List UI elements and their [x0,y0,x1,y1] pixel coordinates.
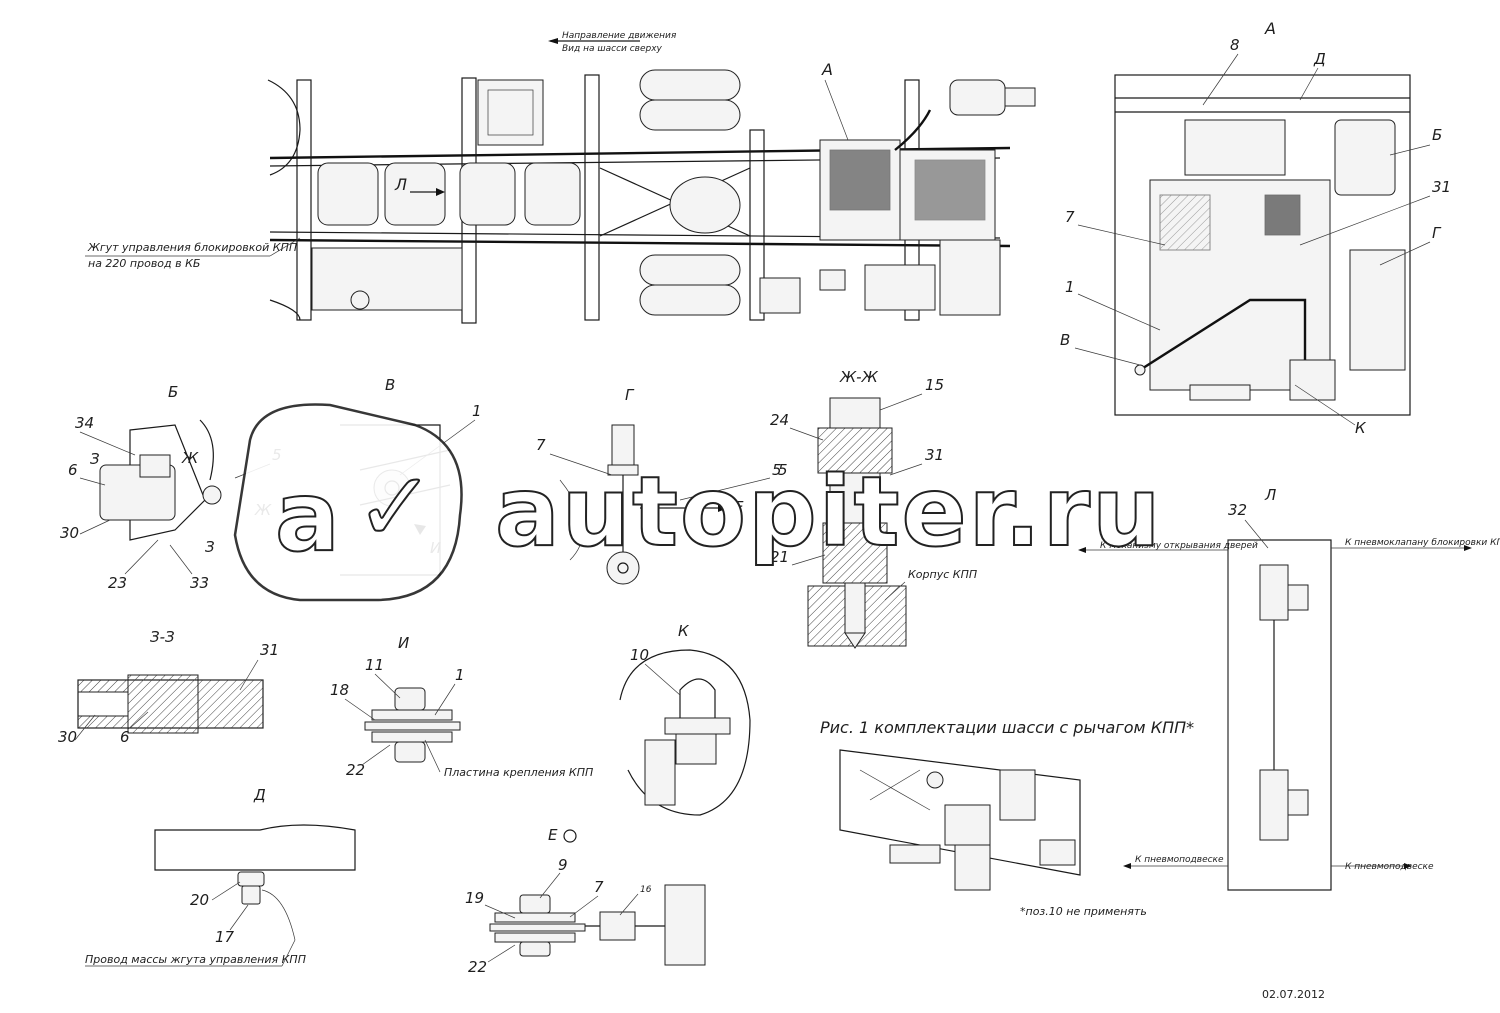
callout-20: 20 [190,891,209,909]
view-zz-title: З-З [150,628,175,646]
view-i-title: И [398,634,409,652]
callout-G: Г [1432,224,1442,242]
view-e-detail: Е 9 7 16 19 22 [465,826,706,976]
callout-E-g: Е [734,498,744,516]
fig1-caption: Рис. 1 комплектации шасси с рычагом КПП* [820,718,1194,737]
arrow-icon [1464,545,1472,551]
view-zz-detail: З-З 31 30 6 [58,628,279,746]
view-v-title: В [385,376,395,394]
callout-11: 11 [365,656,384,674]
callout-24: 24 [770,411,789,429]
callout-15: 15 [925,376,944,394]
view-d-detail: Д 20 17 Провод массы жгута управления КП… [85,786,356,967]
callout-Z: З [90,450,100,468]
callout-6-zz: 6 [120,728,130,746]
callout-7: 7 [1065,208,1075,226]
view-zhzh-title: Ж-Ж [839,368,879,386]
callout-16: 16 [640,885,652,895]
callout-D: Д [1313,50,1326,68]
callout-1: 1 [1065,278,1075,296]
callout-34: 34 [75,414,94,432]
callout-5-zh: 5 [778,461,788,479]
callout-7-e: 7 [594,878,604,896]
callout-6: 6 [68,461,78,479]
view-d-title: Д [253,786,266,804]
view-a-title: А [1264,19,1276,38]
callout-5-g: 5 [772,461,782,479]
gearbox-body-label: Корпус КПП [908,568,977,581]
view-l-detail: Л 32 К механизму открывания дверей К пне… [1078,486,1500,891]
callout-22-i: 22 [346,761,365,779]
direction-label: Направление движения [562,31,677,41]
to-door-mechanism-label: К механизму открывания дверей [1100,541,1258,551]
svg-text:✓: ✓ [355,451,437,563]
arrow-icon [1123,863,1131,869]
watermark-logo: a ✓ autopiter.ru [233,403,1162,602]
view-k-title: К [678,622,690,640]
callout-1-v: 1 [472,402,482,420]
callout-31-zh: 31 [925,446,944,464]
ground-wire-label: Провод массы жгута управления КПП [85,953,306,966]
direction-header: Направление движения Вид на шасси сверху [548,31,677,54]
arrow-icon [718,504,728,512]
svg-text:a: a [275,461,342,573]
callout-B: Б [1432,126,1442,144]
callout-V: В [1060,331,1070,349]
fig1-detail: Рис. 1 комплектации шасси с рычагом КПП*… [820,718,1194,918]
callout-8: 8 [1230,36,1240,54]
callout-K: К [1355,419,1367,437]
view-g-detail: Г 7 5 Е [536,386,782,585]
arrow-icon [436,188,445,196]
view-e-title: Е [548,826,558,844]
rotate-icon [563,829,577,843]
arrow-icon [1078,547,1086,553]
callout-32: 32 [1228,501,1247,519]
callout-21: 21 [770,548,789,566]
view-l-title: Л [1264,486,1276,504]
air-tanks [317,162,581,226]
to-air-suspension-right-label: К пневмоподвеске [1345,862,1434,872]
view-i-detail: И 11 1 18 22 Пластина крепления КПП [330,634,593,779]
chassis-top-view: А Л Жгут управления блокировкой КПП на 2… [85,60,1036,324]
callout-Z2: З [205,538,215,556]
view-k-detail: К 10 [619,622,751,816]
view-from-above-label: Вид на шасси сверху [562,44,663,54]
callout-1-i: 1 [455,666,465,684]
view-l-marker: Л [394,175,407,194]
arrow-icon [1404,863,1412,869]
to-air-suspension-left-label: К пневмоподвеске [1135,855,1224,865]
callout-10: 10 [630,646,649,664]
callout-7-g: 7 [536,436,546,454]
callout-9: 9 [558,856,568,874]
drawing-date: 02.07.2012 [1262,988,1325,1001]
direction-arrow-icon [548,38,558,44]
callout-30-zz: 30 [58,728,77,746]
callout-Zh: Ж [181,449,199,467]
view-a-marker: А [821,60,833,79]
view-zhzh-detail: Ж-Ж 24 15 31 5 21 Корпус КПП [770,368,977,649]
view-g-title: Г [625,386,635,404]
view-a-detail: А 8 Д Б 31 7 Г 1 В К [1060,19,1451,437]
view-b-title: Б [168,383,178,401]
callout-19: 19 [465,889,484,907]
callout-31-zz: 31 [260,641,279,659]
fig1-note: *поз.10 не применять [1020,905,1147,918]
air-springs [639,69,741,316]
harness-label-line2: на 220 провод в КБ [88,257,200,270]
callout-31: 31 [1432,178,1451,196]
callout-17: 17 [215,928,235,946]
callout-33: 33 [190,574,209,592]
to-lock-valve-label: К пневмоклапану блокировки КПП [1345,538,1500,548]
callout-23: 23 [108,574,127,592]
mounting-plate-label: Пластина крепления КПП [444,766,593,779]
harness-label-line1: Жгут управления блокировкой КПП [87,241,297,254]
callout-30: 30 [60,524,79,542]
callout-18: 18 [330,681,349,699]
watermark-text: autopiter.ru [495,456,1162,568]
callout-22-e: 22 [468,958,487,976]
